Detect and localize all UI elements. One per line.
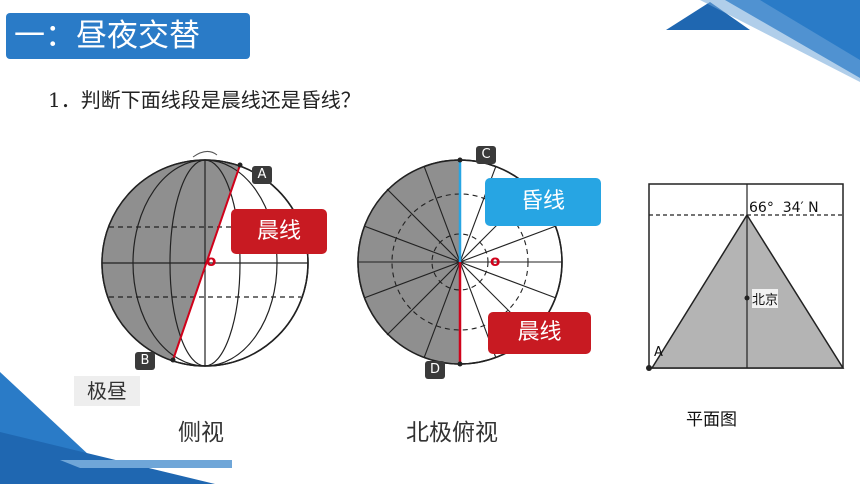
center-o-label: o (206, 252, 217, 270)
plan-view-caption: 平面图 (686, 410, 737, 430)
center-o-label-north: o (490, 252, 501, 270)
plan-view-diagram (646, 183, 845, 371)
north-view-caption: 北极俯视 (406, 420, 498, 446)
point-c-tag: C (476, 146, 496, 164)
beijing-label: 北京 (752, 289, 779, 308)
corner-decoration-top-right (666, 0, 860, 82)
question-text: 1．判断下面线段是晨线还是昏线？ (48, 88, 361, 112)
point-b-tag: B (135, 352, 155, 370)
side-view-caption: 侧视 (178, 420, 224, 446)
section-title: 一：昼夜交替 (6, 13, 250, 59)
morning-line-bubble-north: 晨线 (488, 312, 591, 354)
point-d-tag: D (425, 361, 445, 379)
morning-line-bubble-side: 晨线 (231, 209, 327, 254)
evening-line-bubble: 昏线 (485, 178, 601, 226)
corner-decoration-bottom-left (0, 372, 232, 484)
latitude-label: 66° 34′ N (749, 200, 819, 216)
polar-day-note: 极昼 (74, 376, 140, 406)
plan-point-a-label: A (654, 345, 663, 360)
point-a-tag: A (252, 166, 272, 184)
